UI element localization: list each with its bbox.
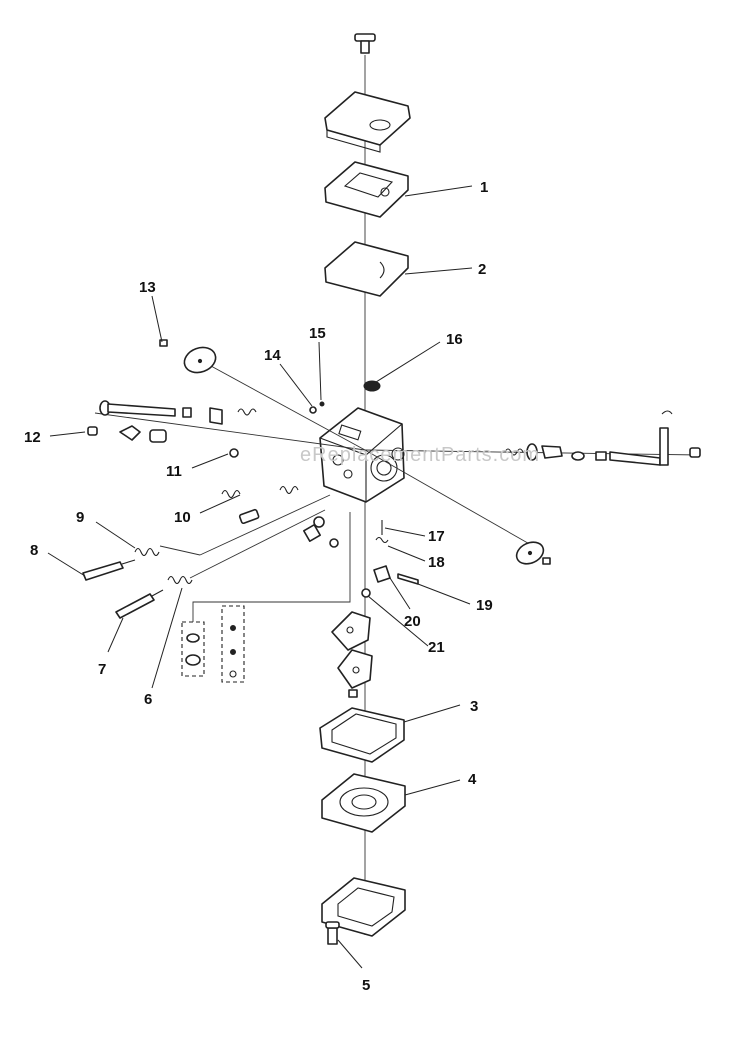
small-part-11[interactable]: [229, 448, 239, 458]
bottom-screw[interactable]: [325, 921, 340, 945]
alternate-parts-leader: [192, 512, 351, 622]
callout-7: 7: [98, 661, 106, 678]
top-screw[interactable]: [354, 33, 376, 54]
needle-axis-upper: [159, 545, 201, 556]
callout-4: 4: [468, 771, 477, 788]
callout-16: 16: [446, 331, 463, 348]
alternate-parts-box-right: [221, 605, 245, 683]
callout-8: 8: [30, 542, 38, 559]
needle-part-7[interactable]: [115, 589, 164, 619]
alternate-parts-box-left: [181, 621, 205, 677]
plate-screw[interactable]: [348, 689, 358, 698]
spring-part-9[interactable]: [134, 547, 160, 557]
callout-3: 3: [470, 698, 478, 715]
callout-leaders: [47, 185, 473, 969]
watermark-text: eReplacementParts.com: [300, 444, 540, 466]
callout-10: 10: [174, 509, 191, 526]
top-cover[interactable]: [324, 91, 411, 153]
small-ball-part-14[interactable]: [309, 406, 317, 414]
bottom-cover[interactable]: [321, 877, 406, 937]
gasket-part-1[interactable]: [324, 161, 409, 218]
callout-21: 21: [428, 639, 445, 656]
callout-15: 15: [309, 325, 326, 342]
callout-11: 11: [166, 463, 182, 480]
assembly-axis-left: [94, 412, 366, 451]
callout-13: 13: [139, 279, 156, 296]
spring-part-10[interactable]: [221, 485, 299, 525]
choke-lever[interactable]: [119, 425, 167, 443]
callout-20: 20: [404, 613, 421, 630]
callout-2: 2: [478, 261, 486, 278]
choke-lever-screw[interactable]: [87, 426, 98, 436]
inlet-needle-parts[interactable]: [303, 516, 339, 548]
assembly-axis-diagonal-lower: [364, 449, 541, 551]
metering-lever-parts[interactable]: [361, 520, 419, 598]
small-pin-part-15[interactable]: [319, 401, 325, 407]
spring-part-6[interactable]: [167, 575, 193, 585]
callout-17: 17: [428, 528, 445, 545]
callout-18: 18: [428, 554, 445, 571]
throttle-shaft[interactable]: [504, 410, 701, 466]
carburetor-body[interactable]: [319, 407, 405, 503]
callout-6: 6: [144, 691, 152, 708]
callout-12: 12: [24, 429, 41, 446]
needle-axis-7: [189, 509, 326, 579]
choke-plate[interactable]: [159, 339, 219, 377]
callout-14: 14: [264, 347, 281, 364]
callout-5: 5: [362, 977, 370, 994]
callout-19: 19: [476, 597, 493, 614]
callout-1: 1: [480, 179, 488, 196]
callout-labels: 1 2 3 4 5 6 7 8 9 10 11 12 13 14 15 16 1…: [24, 179, 493, 994]
needle-part-8[interactable]: [82, 559, 136, 581]
choke-shaft[interactable]: [99, 400, 257, 425]
check-valve-plate-lower[interactable]: [337, 649, 373, 689]
diaphragm-part-2[interactable]: [324, 241, 409, 297]
callout-9: 9: [76, 509, 84, 526]
throttle-plate[interactable]: [513, 538, 551, 568]
gasket-part-3[interactable]: [319, 707, 405, 763]
needle-axis-lower: [199, 494, 331, 556]
assembly-axis-diagonal-upper: [199, 359, 366, 451]
diaphragm-part-4[interactable]: [321, 773, 406, 833]
check-valve-plate-upper[interactable]: [331, 611, 371, 651]
welch-plug[interactable]: [363, 380, 381, 392]
